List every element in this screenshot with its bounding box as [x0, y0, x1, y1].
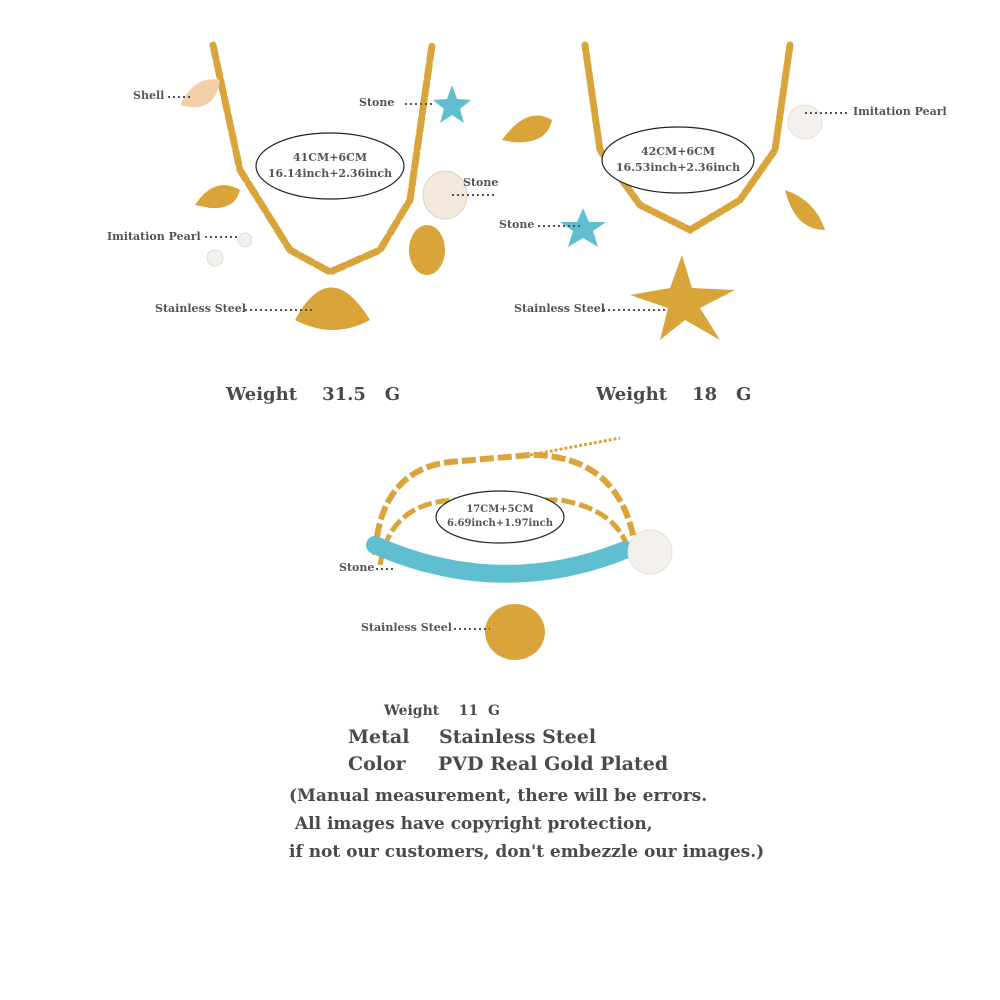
label-stone: Stone: [359, 96, 395, 109]
fish-charm: [195, 185, 240, 209]
weight-label: Weight: [384, 703, 440, 719]
starfish-stone-charm: [433, 85, 471, 123]
necklace-1-image: [180, 41, 471, 330]
weight-value: 31.5: [322, 384, 366, 405]
size-inch: 16.14inch+2.36inch: [267, 167, 393, 180]
size-ellipse: [601, 126, 755, 194]
bracelet-weight: Weight 11 G: [384, 703, 500, 719]
fish-charm: [502, 115, 552, 143]
spec-metal-label: Metal: [348, 726, 410, 748]
turtle-stone-charm: [422, 170, 468, 220]
size-cm: 41CM+6CM: [292, 151, 368, 164]
turquoise-chips: [366, 536, 634, 583]
necklace-2-size: 42CM+6CM 16.53inch+2.36inch: [602, 144, 754, 176]
weight-label: Weight: [226, 384, 298, 405]
label-stone: Stone: [499, 218, 535, 231]
weight-unit: G: [384, 384, 401, 405]
weight-unit: G: [735, 384, 752, 405]
size-inch: 16.53inch+2.36inch: [615, 161, 741, 174]
turtle-charm: [485, 604, 545, 660]
weight-label: Weight: [596, 384, 668, 405]
disclaimer-line: if not our customers, don't embezzle our…: [289, 842, 765, 862]
pearl-charm: [787, 104, 823, 140]
weight-unit: G: [487, 703, 500, 719]
label-stone: Stone: [339, 561, 375, 574]
disclaimer-line: (Manual measurement, there will be error…: [289, 786, 708, 806]
label-imitation-pearl: Imitation Pearl: [107, 230, 201, 243]
size-cm: 42CM+6CM: [640, 145, 716, 158]
label-stainless-steel: Stainless Steel: [514, 302, 605, 315]
scallop-charm: [295, 287, 370, 330]
necklace-2-image: [502, 41, 825, 340]
starfish-stone-charm: [560, 208, 606, 247]
label-imitation-pearl: Imitation Pearl: [853, 105, 947, 118]
starfish-steel-charm: [630, 255, 735, 340]
label-stainless-steel: Stainless Steel: [155, 302, 246, 315]
size-ellipse: [435, 490, 565, 544]
spec-metal-value: Stainless Steel: [439, 726, 597, 748]
label-stone: Stone: [463, 176, 499, 189]
label-stainless-steel: Stainless Steel: [361, 621, 452, 634]
bracelet-image: [366, 436, 673, 660]
size-inch: 6.69inch+1.97inch: [447, 518, 553, 529]
label-shell: Shell: [133, 89, 165, 102]
size-cm: 17CM+5CM: [466, 504, 534, 515]
necklace-1-size: 41CM+6CM 16.14inch+2.36inch: [256, 150, 404, 182]
shell-charm: [180, 79, 220, 108]
cowrie-charm: [409, 225, 445, 275]
pearl-charm: [627, 529, 673, 575]
conch-charm: [785, 190, 825, 230]
bracelet-size: 17CM+5CM 6.69inch+1.97inch: [436, 503, 564, 531]
necklace-1-weight: Weight 31.5 G: [226, 384, 400, 405]
size-ellipse: [255, 132, 405, 200]
spec-color-label: Color: [348, 753, 406, 775]
weight-value: 18: [692, 384, 718, 405]
necklace-2-weight: Weight 18 G: [596, 384, 751, 405]
disclaimer-line: All images have copyright protection,: [289, 814, 653, 834]
label-leader-lines: [168, 96, 848, 630]
weight-value: 11: [458, 703, 479, 719]
spec-color-value: PVD Real Gold Plated: [438, 753, 669, 775]
